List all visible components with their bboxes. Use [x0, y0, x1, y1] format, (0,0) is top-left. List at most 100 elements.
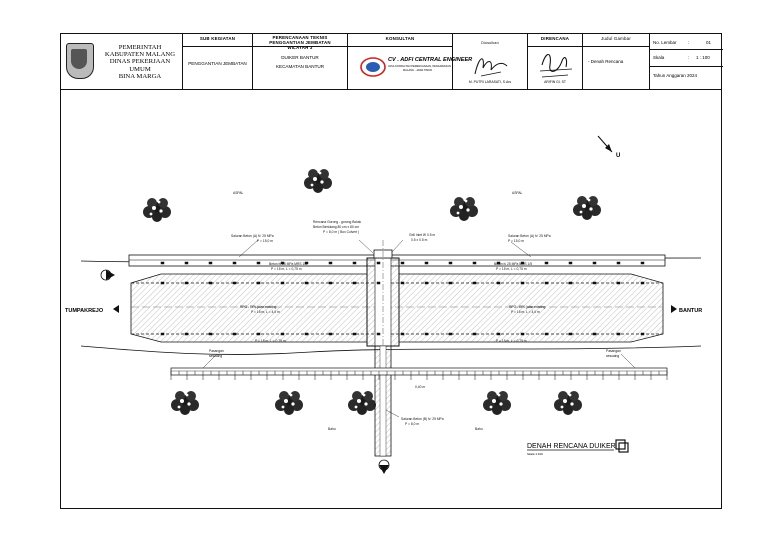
tree-icon — [171, 391, 199, 415]
perencanaan-line1: DUIKER BANTUR — [281, 55, 319, 60]
usulan-cell: Diusulkan M. PUTRI LARASATI, S.Ars — [453, 34, 528, 89]
channel-marker — [160, 261, 165, 265]
perencanaan-cell: PERENCANAAN TEKNIS PENGGANTIAN JEMBATAN … — [253, 34, 348, 89]
edge-marker — [544, 332, 549, 336]
org-cell: PEMERINTAH KABUPATEN MALANG DINAS PEKERJ… — [61, 34, 183, 89]
beton-left-label: Beton fc 25 MPa MRS 1/5 — [269, 262, 307, 266]
perencanaan-header: PERENCANAAN TEKNIS PENGGANTIAN JEMBATAN … — [269, 35, 331, 50]
edge-marker — [160, 332, 165, 336]
channel-marker — [640, 261, 645, 265]
channel-marker — [376, 261, 381, 265]
government-emblem-icon — [66, 43, 94, 79]
consultant-company: CV . ADFI CENTRAL ENGINEER — [388, 57, 473, 63]
rigid-left-length: P = 15 m, L = 4,0 m — [251, 310, 280, 314]
edge-marker — [424, 332, 429, 336]
channel-marker — [448, 261, 453, 265]
tree-icon — [450, 197, 478, 221]
edge-marker — [328, 281, 333, 285]
title-block: PEMERINTAH KABUPATEN MALANG DINAS PEKERJ… — [61, 34, 723, 90]
rencana-line1: Rencana Gorong - gorong Boksk — [313, 220, 362, 224]
edge-marker — [232, 332, 237, 336]
judul-cell: Judul Gambar - Denah Rencana — [583, 34, 650, 89]
channel-marker — [328, 261, 333, 265]
saluran-left-length: P = 15,0 m — [257, 239, 273, 243]
pasangan-left-label: Pasangan — [209, 349, 224, 353]
sub-kegiatan-value: PENGGANTIAN JEMBATAN — [188, 61, 247, 66]
direncana-cell: DIRENCANA ARIFIN GI. ST — [528, 34, 583, 89]
tahun-anggaran: Tahun Anggaran 2024 — [653, 73, 698, 78]
tree-icon — [304, 169, 332, 193]
direncana-header: DIRENCANA — [540, 36, 570, 41]
channel-marker — [304, 261, 309, 265]
consultant-detail: JASA KONSULTAN PERENCANAAN, PENGAWASAN — [388, 65, 451, 68]
rigid-left-label: RPG - RPL jalan existing — [240, 305, 277, 309]
channel-marker — [208, 261, 213, 265]
aspal-right-label: ASPAL — [512, 191, 523, 195]
channel-marker — [616, 261, 621, 265]
road-edge-bottom — [80, 345, 702, 355]
aspal-left-label: ASPAL — [233, 191, 244, 195]
edge-marker — [640, 281, 645, 285]
edge-marker — [352, 332, 357, 336]
judul-header: Judul Gambar — [601, 36, 631, 41]
sheet-info-cell: No. Lembar : 01 Skala : 1 : 100 Tahun An… — [650, 34, 723, 89]
perencanaan-line2: KECAMATAN BANTUR — [275, 64, 325, 69]
pasangan-left-sub: sesuaing — [209, 354, 222, 358]
beton-left-length: P = 15 m, L = 0,75 m — [271, 267, 302, 271]
dimension-label: 0,40 m — [415, 385, 425, 389]
no-lembar-value: 01 — [706, 40, 712, 45]
channel-marker — [280, 261, 285, 265]
channel-marker — [496, 261, 501, 265]
konsultan-cell: KONSULTAN CV . ADFI CENTRAL ENGINEER JAS… — [348, 34, 472, 89]
drawing-title: DENAH RENCANA DUIKER 2 — [527, 443, 622, 450]
edge-marker — [376, 281, 381, 285]
bahu-right-label: Bahu — [475, 427, 483, 431]
saluran-b-label: Saluran Beton (B) fc' 25 MPa — [401, 417, 444, 421]
grill-label1: Grill Inlet W 0.5 m — [409, 233, 435, 237]
channel-marker — [520, 261, 525, 265]
org-line2: KABUPATEN MALANG — [104, 51, 176, 59]
channel-marker — [256, 261, 261, 265]
beton-right-bottom-label: P = 15 m, L = 0,75 m — [496, 339, 527, 343]
channel-marker — [592, 261, 597, 265]
grill-label2: 0.5 x 0.5 m — [411, 238, 428, 242]
right-direction-arrow-icon — [671, 305, 677, 313]
no-lembar-label: No. Lembar — [653, 40, 677, 45]
direncana-signature-icon — [539, 53, 573, 78]
left-direction-arrow-icon — [113, 305, 119, 313]
usulan-label: Diusulkan — [481, 41, 499, 45]
edge-marker — [304, 281, 309, 285]
edge-marker — [520, 281, 525, 285]
edge-marker — [256, 332, 261, 336]
skala-value: 1 : 100 — [696, 55, 710, 60]
sub-kegiatan-cell: SUB KEGIATAN PENGGANTIAN JEMBATAN — [183, 34, 253, 89]
section-marker-top-icon — [100, 269, 115, 281]
saluran-right-length: P = 15,0 m — [508, 239, 524, 243]
edge-marker — [208, 281, 213, 285]
tree-icon — [483, 391, 511, 415]
tree-icon — [573, 196, 601, 220]
drawing-title-scale: Skala 1:100 — [527, 452, 543, 456]
drawing-sheet: PEMERINTAH KABUPATEN MALANG DINAS PEKERJ… — [60, 33, 723, 509]
tree-icon — [348, 391, 376, 415]
channel-marker — [184, 261, 189, 265]
beton-left-bottom-label: P = 15 m, L = 0,75 m — [255, 339, 286, 343]
channel-marker — [472, 261, 477, 265]
edge-marker — [328, 332, 333, 336]
edge-marker — [424, 281, 429, 285]
edge-marker — [568, 332, 573, 336]
sub-kegiatan-header: SUB KEGIATAN — [199, 36, 236, 41]
north-arrow-icon: U — [597, 135, 620, 159]
tree-icon — [554, 391, 582, 415]
channel-marker — [400, 261, 405, 265]
rigid-right-length: P = 15 m, L = 4,0 m — [511, 310, 540, 314]
left-town-label: TUMPAKREJO — [65, 308, 104, 314]
tree-icon — [143, 198, 171, 222]
edge-marker — [448, 332, 453, 336]
bahu-left-label: Bahu — [328, 427, 336, 431]
consultant-logo-icon — [360, 57, 386, 77]
pasangan-right-sub: sesuaing — [606, 354, 619, 358]
edge-marker — [640, 332, 645, 336]
beton-right-length: P = 15 m, L = 0,75 m — [496, 267, 527, 271]
right-town-label: BANTUR — [679, 308, 702, 314]
